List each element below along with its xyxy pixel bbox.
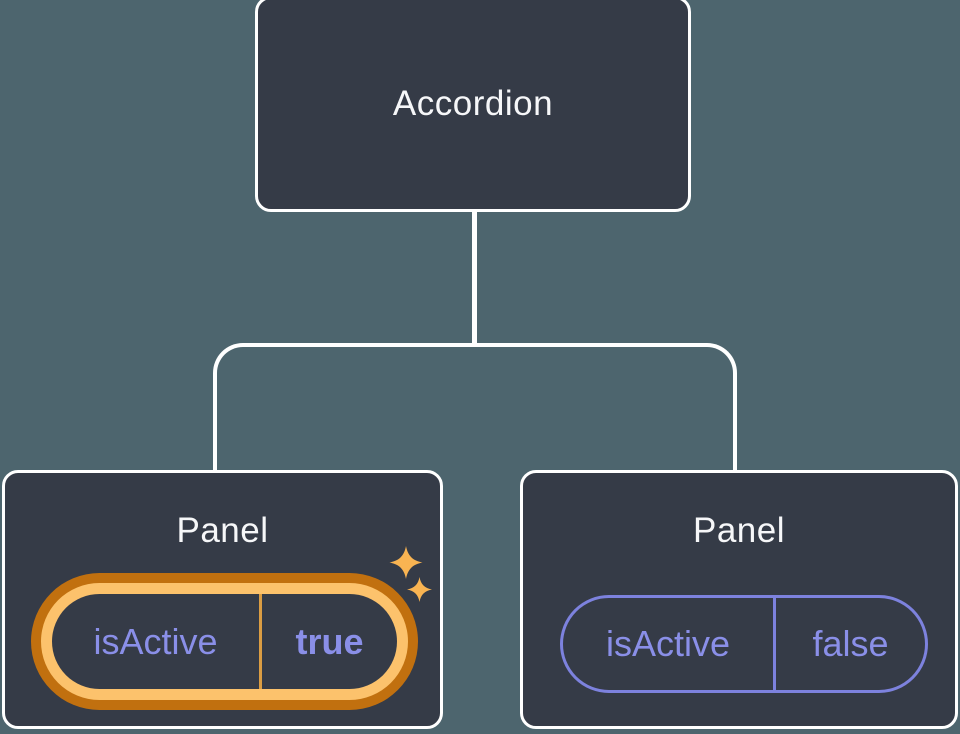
state-value: true (295, 620, 364, 662)
accordion-node: Accordion (255, 0, 691, 212)
sparkle-icon-small (407, 577, 432, 602)
pill-divider (259, 594, 262, 689)
state-pill-inactive: isActive false (560, 595, 928, 693)
sparkle-icon-large (389, 546, 423, 579)
panel-left-label: Panel (176, 511, 269, 550)
panel-node-right: Panel isActive false (520, 470, 958, 729)
state-pill-active: isActive true (31, 573, 418, 710)
connector-stem (472, 210, 477, 345)
state-key: isActive (605, 623, 730, 664)
panel-right-label: Panel (692, 511, 786, 550)
state-key: isActive (93, 620, 218, 662)
state-pill-active-ring: isActive true (41, 583, 408, 700)
pill-divider (772, 598, 776, 690)
accordion-label: Accordion (392, 84, 554, 123)
connector-branch (213, 343, 737, 470)
state-value: false (812, 623, 889, 664)
panel-node-left: Panel isActive true (2, 470, 443, 729)
